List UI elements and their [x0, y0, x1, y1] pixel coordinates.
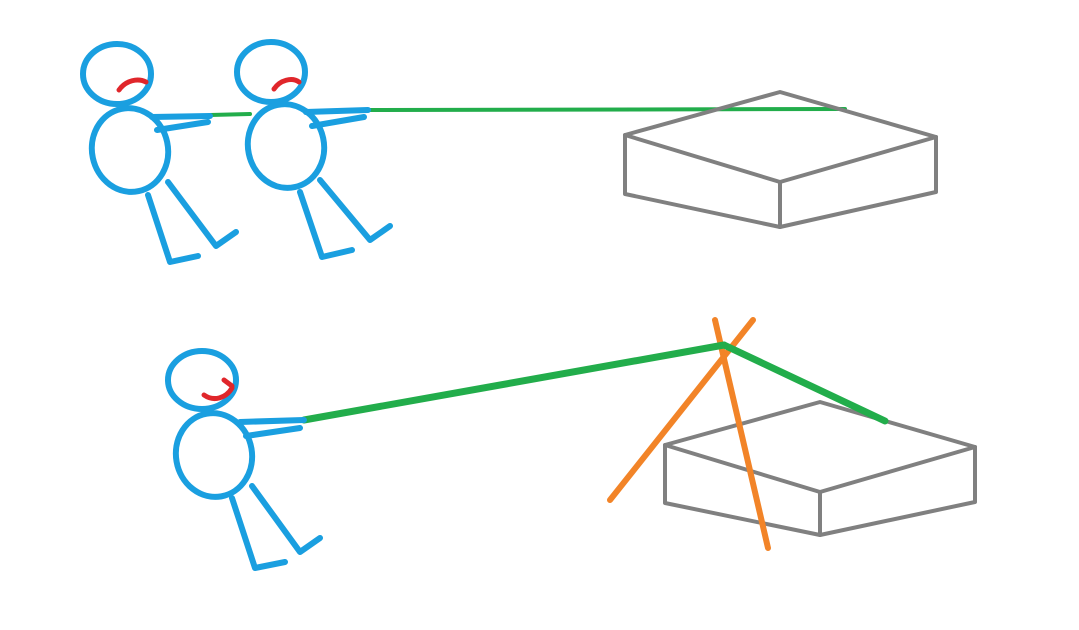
bottom-figure-arm-upper [237, 417, 307, 425]
top-rope-link [208, 112, 252, 117]
top-figure-left-leg-right [165, 179, 239, 249]
top-figure-left [80, 41, 239, 265]
top-figure-right-mouth [271, 77, 302, 92]
bottom-box-right-face [818, 445, 977, 537]
bottom-rope-to-pulley [300, 341, 728, 424]
bottom-figure [165, 348, 323, 571]
top-box-left-face [623, 133, 782, 229]
top-figure-left-head [80, 41, 154, 107]
top-scene [80, 39, 938, 265]
top-rope [208, 107, 847, 117]
top-figure-left-arm-upper [149, 113, 213, 120]
bottom-rope [300, 341, 889, 425]
bottom-scene [165, 317, 977, 571]
bottom-figure-arm-lower [243, 425, 303, 439]
top-figure-right-arm-upper [303, 107, 371, 115]
top-box-right-face [778, 135, 938, 229]
top-figure-left-mouth [116, 77, 149, 93]
bottom-figure-leg-left [229, 495, 288, 571]
bottom-figure-mouth-detail [221, 377, 235, 389]
top-rope-main [366, 107, 847, 112]
bottom-rope-to-box [720, 341, 889, 425]
top-figure-right [234, 39, 393, 260]
bottom-figure-head [165, 348, 239, 412]
bottom-figure-body [172, 410, 256, 500]
top-figure-right-arm-lower [309, 114, 367, 129]
top-figure-right-leg-right [317, 177, 393, 243]
top-box-top-face [623, 90, 938, 184]
bottom-box-left-face [663, 443, 822, 537]
top-figure-right-body [244, 101, 328, 191]
bottom-box [663, 400, 977, 537]
bottom-figure-mouth [201, 385, 235, 401]
top-figure-left-arm-lower [154, 119, 211, 133]
bottom-figure-leg-right [249, 483, 323, 555]
top-figure-right-leg-left [297, 189, 355, 260]
top-figure-left-leg-left [145, 192, 201, 265]
top-box [623, 90, 938, 229]
bottom-box-top-face [663, 400, 977, 494]
top-figure-right-head [234, 39, 308, 105]
top-figure-left-body [88, 105, 172, 195]
